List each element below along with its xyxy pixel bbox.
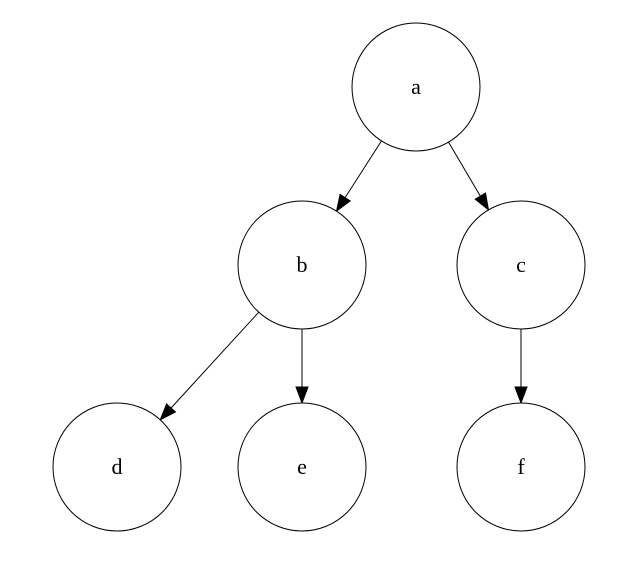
arrowhead-icon <box>159 403 177 421</box>
arrowhead-icon <box>295 386 309 405</box>
node-circle-a <box>351 22 481 152</box>
node-circle-e <box>237 402 367 532</box>
node-c: c <box>456 200 586 330</box>
edges-layer <box>159 140 528 421</box>
node-circle-c <box>456 200 586 330</box>
node-circle-b <box>237 200 367 330</box>
edge-b-e <box>295 329 309 405</box>
node-label-f: f <box>517 454 525 479</box>
edge-b-d <box>159 311 260 421</box>
node-d: d <box>52 402 182 532</box>
edge-a-b <box>335 140 382 213</box>
edge-line-a-c <box>448 141 481 197</box>
node-label-b: b <box>297 252 308 277</box>
arrowhead-icon <box>514 386 528 405</box>
edge-line-a-b <box>344 140 382 198</box>
node-label-c: c <box>516 252 526 277</box>
node-label-d: d <box>112 454 123 479</box>
node-circle-d <box>52 402 182 532</box>
node-f: f <box>456 402 586 532</box>
edge-line-b-d <box>170 311 260 409</box>
arrowhead-icon <box>335 193 352 213</box>
edge-c-f <box>514 329 528 405</box>
node-label-a: a <box>411 74 421 99</box>
node-b: b <box>237 200 367 330</box>
arrowhead-icon <box>474 192 490 212</box>
node-a: a <box>351 22 481 152</box>
node-circle-f <box>456 402 586 532</box>
nodes-layer: a b c d e f <box>52 22 586 532</box>
node-label-e: e <box>297 454 307 479</box>
node-e: e <box>237 402 367 532</box>
edge-a-c <box>448 141 490 212</box>
